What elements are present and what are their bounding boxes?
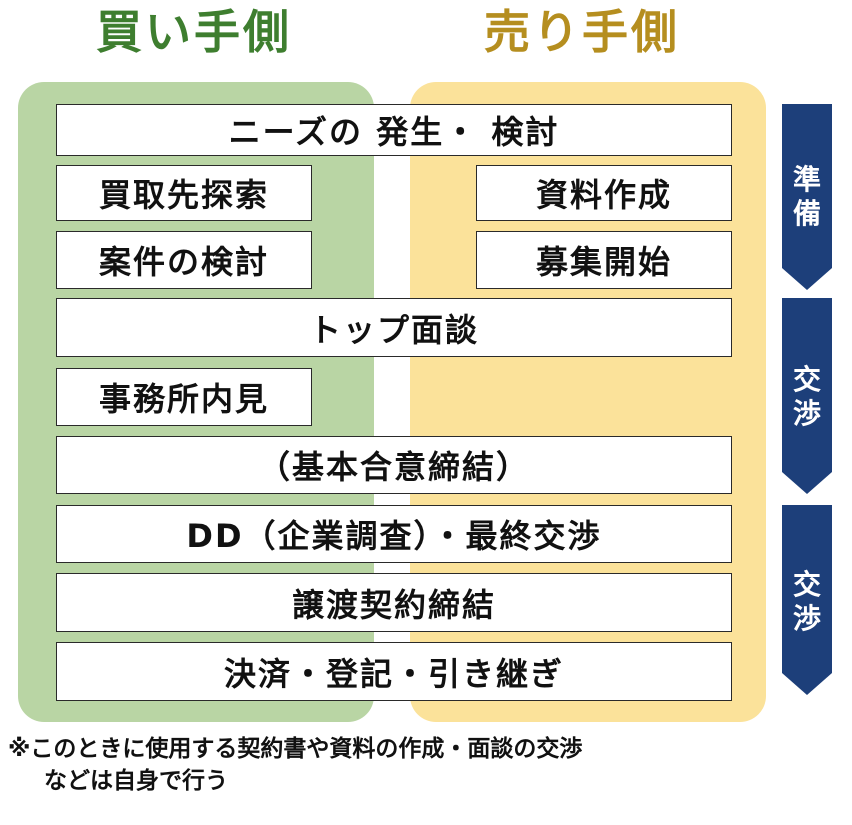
footnote-line-2: などは自身で行う [44,768,228,794]
step-materials: 資料作成 [476,165,732,221]
arrow-down-icon [782,505,832,695]
step-visit: 事務所内見 [56,368,312,426]
arrow-down-icon [782,298,832,494]
phase-label-bottom: 渉 [792,602,821,635]
step-review: 案件の検討 [56,231,312,289]
step-settlement: 決済・登記・引き継ぎ [56,642,732,701]
step-needs: ニーズの 発生・ 検討 [56,104,732,156]
buyer-side-title: 買い手側 [96,5,292,59]
step-transfer-contract: 譲渡契約締結 [56,573,732,632]
phase-arrow-negotiation-2: 交 渉 [782,505,832,695]
phase-arrow-preparation: 準 備 [782,104,832,290]
phase-label-bottom: 渉 [792,397,821,430]
seller-side-title: 売り手側 [484,5,680,59]
step-search: 買取先探索 [56,165,312,221]
step-meeting: トップ面談 [56,298,732,357]
phase-label-top: 準 [792,163,821,196]
footnote: ※このときに使用する契約書や資料の作成・面談の交渉 などは自身で行う [8,733,582,797]
phase-label-bottom: 備 [792,197,821,230]
phase-label-top: 交 [792,568,821,601]
step-dd: DD（企業調査）・最終交渉 [56,505,732,563]
phase-label-top: 交 [792,363,821,396]
phase-arrow-negotiation-1: 交 渉 [782,298,832,494]
step-basic-agreement: （基本合意締結） [56,436,732,494]
footnote-line-1: ※このときに使用する契約書や資料の作成・面談の交渉 [8,736,583,762]
step-recruit: 募集開始 [476,231,732,289]
arrow-down-icon [782,104,832,290]
